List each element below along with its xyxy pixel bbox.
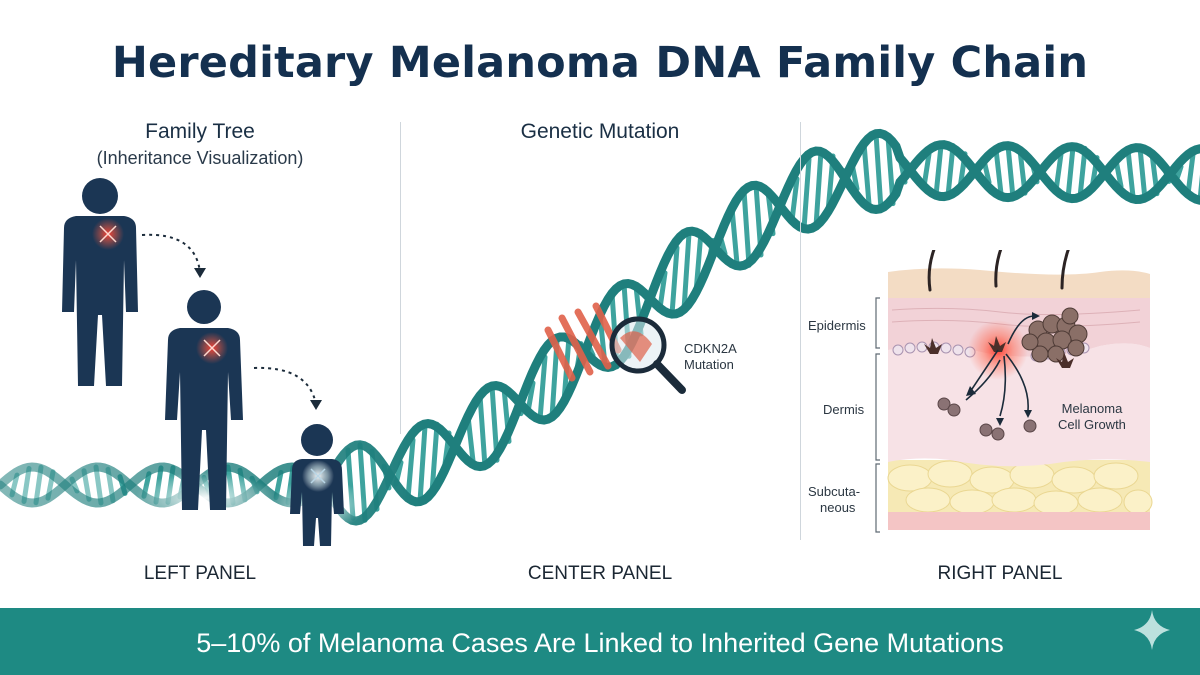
- dna-rung: [873, 131, 884, 212]
- dna-rung: [417, 423, 428, 505]
- dna-rung: [93, 464, 104, 506]
- cdkn2a-callout-line2: Mutation: [684, 357, 734, 372]
- dna-rung: [1125, 147, 1136, 200]
- adult-figure-icon: [165, 290, 243, 510]
- cdkn2a-callout-line1: CDKN2A: [684, 341, 737, 356]
- dna-rung: [1137, 145, 1148, 202]
- genetic-mutation-heading: Genetic Mutation: [520, 120, 680, 143]
- page-title: Hereditary Melanoma DNA Family Chain: [111, 38, 1089, 88]
- dna-rung: [741, 187, 752, 268]
- skin-cross-section: [875, 250, 1153, 533]
- dna-rung: [933, 143, 944, 198]
- dna-rung: [657, 270, 668, 311]
- dna-rung: [1185, 151, 1196, 197]
- dna-rung: [405, 437, 416, 501]
- divider-left: [400, 122, 401, 434]
- adult-figure-icon: [62, 178, 138, 386]
- dna-rung: [681, 231, 692, 312]
- inheritance-arrow-2: [253, 366, 317, 405]
- magnifier-icon: [609, 316, 686, 394]
- layer-subcutaneous-label: Subcuta- neous: [808, 484, 860, 516]
- left-panel-label: LEFT PANEL: [143, 563, 257, 584]
- cdkn2a-callout: CDKN2A Mutation: [684, 341, 737, 373]
- layer-dermis-label: Dermis: [823, 402, 865, 417]
- banner-text: 5–10% of Melanoma Cases Are Linked to In…: [196, 628, 1004, 658]
- inheritance-arrow-1: [141, 233, 201, 273]
- dna-rung: [789, 176, 800, 223]
- sparkle-icon: [1134, 610, 1170, 650]
- layer-subcutaneous-line1: Subcuta-: [808, 484, 861, 499]
- dna-rung: [1005, 143, 1016, 201]
- dna-rung: [669, 245, 680, 317]
- dna-rung: [21, 466, 32, 504]
- dna-rung: [429, 421, 440, 495]
- layer-subcutaneous-line2: neous: [820, 500, 856, 515]
- dna-rung: [1053, 151, 1064, 193]
- center-panel-label: CENTER PANEL: [527, 563, 673, 584]
- family-tree-heading: Family Tree: [145, 120, 255, 143]
- dna-rung: [1065, 144, 1076, 201]
- dna-rung: [81, 468, 92, 502]
- dna-rung: [477, 393, 488, 470]
- divider-right: [800, 122, 801, 540]
- family-tree-subheading: (Inheritance Visualization): [96, 148, 304, 168]
- dna-rung: [813, 148, 824, 229]
- banner: 5–10% of Melanoma Cases Are Linked to In…: [0, 608, 1200, 675]
- right-panel-label: RIGHT PANEL: [937, 563, 1063, 584]
- layer-epidermis-label: Epidermis: [808, 318, 866, 333]
- melanoma-growth-line2: Cell Growth: [1058, 417, 1126, 432]
- dna-rung: [537, 354, 548, 422]
- melanoma-growth-line1: Melanoma: [1061, 401, 1123, 416]
- dna-rung: [729, 205, 740, 267]
- family-tree: [62, 178, 344, 546]
- dna-rung: [801, 156, 812, 232]
- dna-rung: [993, 146, 1004, 196]
- dna-rung: [861, 140, 872, 207]
- melanoma-growth-callout: Melanoma Cell Growth: [1058, 401, 1126, 433]
- dna-rung: [33, 464, 44, 506]
- dna-rung: [945, 143, 956, 199]
